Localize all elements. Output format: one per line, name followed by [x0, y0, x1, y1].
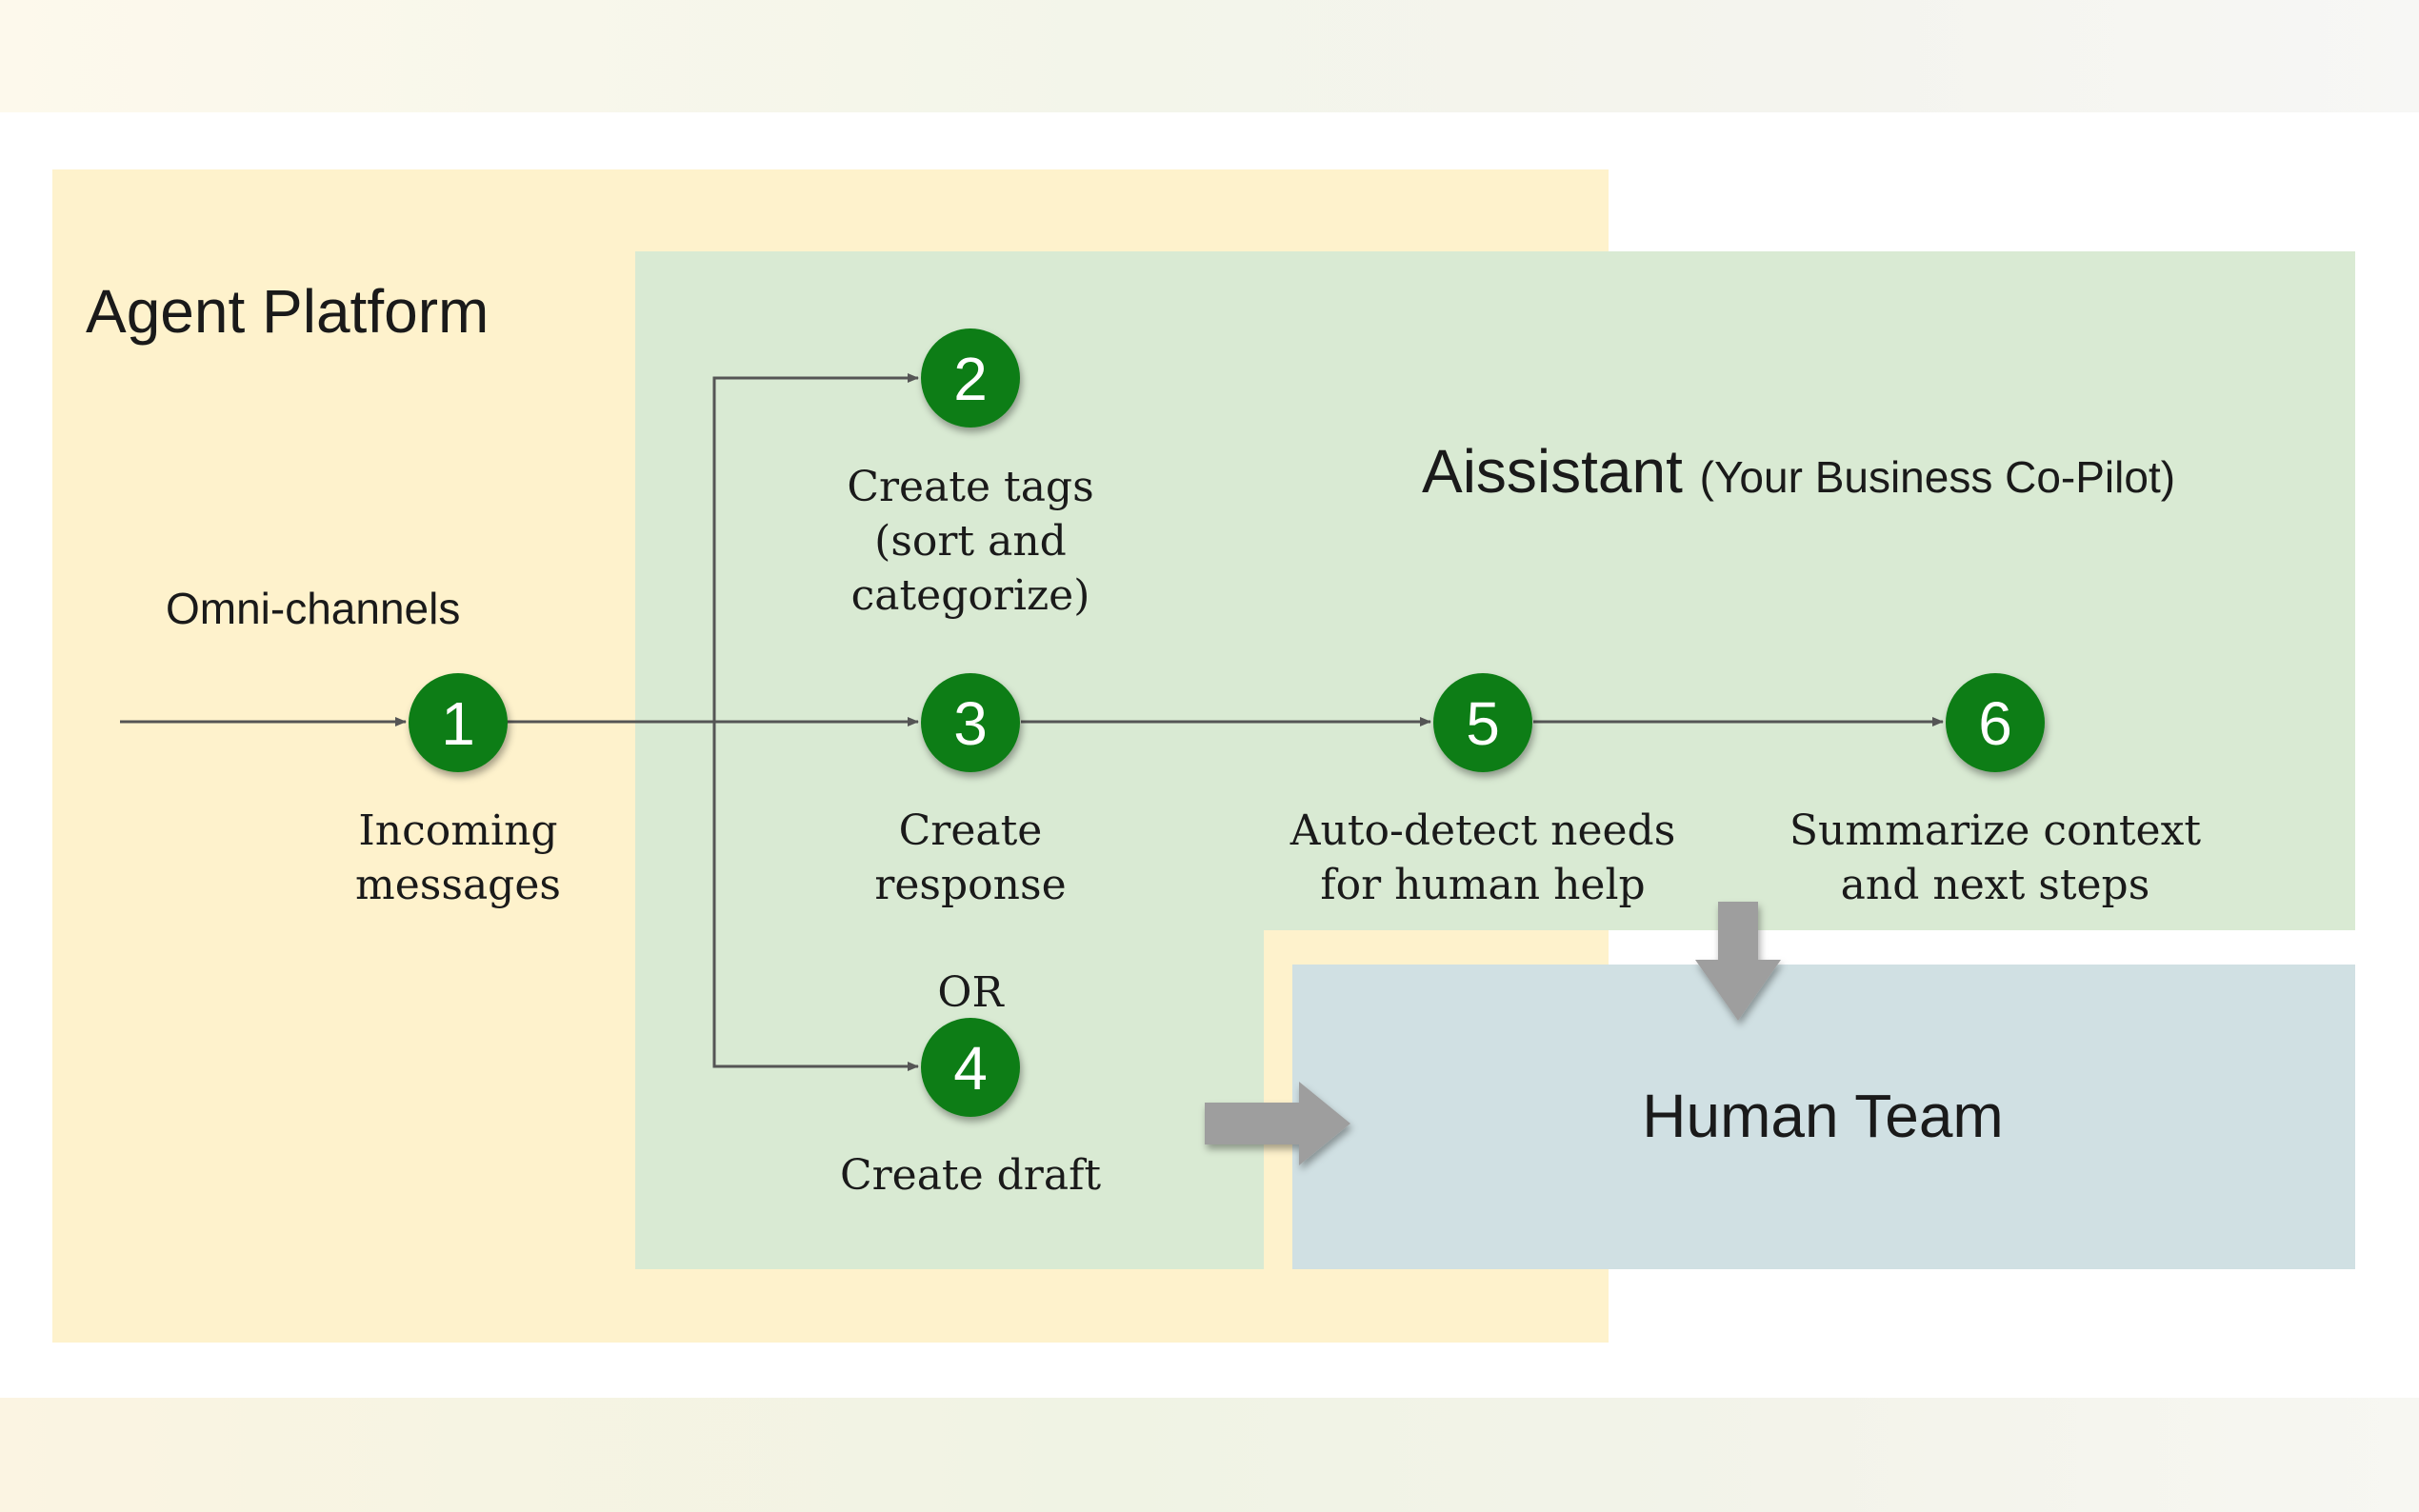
human-team-title: Human Team	[1642, 1082, 2004, 1150]
assistant-title: Aissistant	[1422, 437, 1683, 506]
step-5-label-line-2: for human help	[1320, 861, 1646, 909]
step-1-label-line-2: messages	[355, 861, 561, 909]
human-team-region	[1292, 965, 2355, 1269]
step-number: 3	[953, 689, 988, 758]
assistant-subtitle: (Your Business Co-Pilot)	[1699, 452, 2176, 502]
step-4-label: Create draft	[780, 1148, 1161, 1203]
step-node-1: 1	[409, 673, 508, 772]
step-2-label: Create tags (sort and categorize)	[780, 460, 1161, 623]
step-number: 1	[441, 689, 475, 758]
step-node-5: 5	[1433, 673, 1532, 772]
step-5-label-line-1: Auto-detect needs	[1289, 806, 1676, 855]
step-4-label-line-1: Create draft	[839, 1151, 1102, 1200]
step-3-label-line-2: response	[874, 861, 1067, 909]
step-node-3: 3	[921, 673, 1020, 772]
step-node-circle	[921, 673, 1020, 772]
step-number: 5	[1466, 689, 1500, 758]
or-label-text: OR	[937, 968, 1004, 1017]
step-node-2: 2	[921, 328, 1020, 428]
or-label: OR	[875, 965, 1066, 1020]
step-3-label: Create response	[828, 804, 1113, 912]
step-number: 6	[1978, 689, 2012, 758]
connector-branch-to-4	[712, 722, 919, 1071]
step-6-label-line-1: Summarize context	[1789, 806, 2202, 855]
step-1-label: Incoming messages	[315, 804, 601, 912]
step-2-label-line-1: Create tags	[847, 463, 1094, 511]
step-node-6: 6	[1946, 673, 2045, 772]
bottom-background-band	[0, 1398, 2419, 1512]
handoff-down-arrow-icon	[1695, 902, 1781, 1021]
step-node-circle	[1433, 673, 1532, 772]
step-6-label: Summarize context and next steps	[1786, 804, 2205, 912]
step-node-circle	[921, 328, 1020, 428]
step-node-4: 4	[921, 1018, 1020, 1117]
step-number: 2	[953, 345, 988, 413]
assistant-title-group: Aissistant (Your Business Co-Pilot)	[1422, 436, 2175, 507]
step-node-circle	[409, 673, 508, 772]
step-3-label-line-1: Create	[898, 806, 1043, 855]
top-background-band	[0, 0, 2419, 112]
assistant-region	[635, 251, 2355, 930]
step-5-label: Auto-detect needs for human help	[1273, 804, 1692, 912]
omni-channels-label: Omni-channels	[166, 584, 461, 633]
handoff-right-arrow-icon	[1205, 1082, 1350, 1165]
agent-platform-title: Agent Platform	[86, 277, 490, 346]
step-number: 4	[953, 1034, 988, 1103]
connector-branch-to-2	[712, 373, 919, 722]
connector-group	[120, 373, 1944, 1071]
step-2-label-line-3: categorize)	[850, 571, 1090, 620]
step-1-label-line-1: Incoming	[358, 806, 558, 855]
step-2-label-line-2: (sort and	[874, 517, 1067, 566]
step-node-circle	[921, 1018, 1020, 1117]
step-node-circle	[1946, 673, 2045, 772]
step-6-label-line-2: and next steps	[1840, 861, 2150, 909]
